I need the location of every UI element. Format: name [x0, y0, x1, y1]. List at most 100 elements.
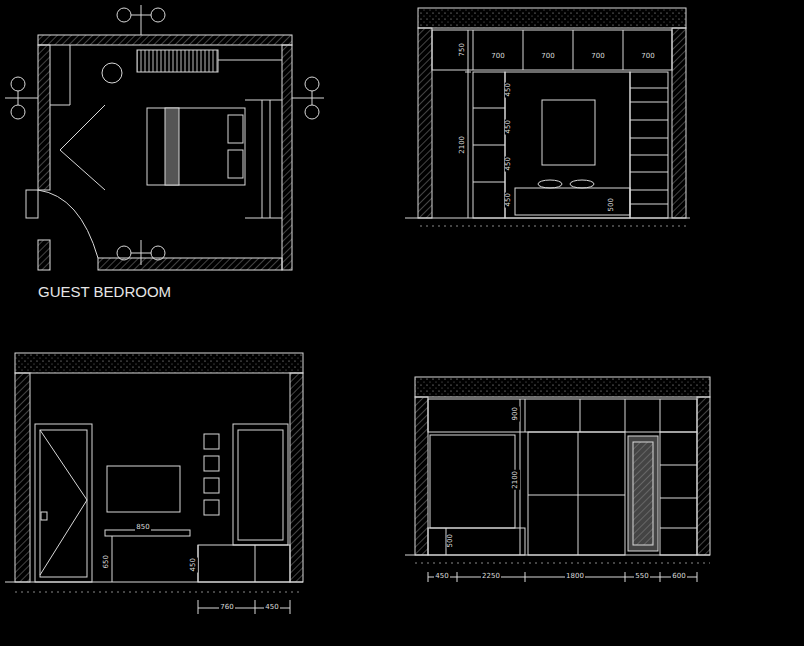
plan-fixtures [60, 105, 105, 150]
bedhead-elevation [630, 190, 668, 191]
dimension-label: 450 [505, 156, 513, 171]
dimension-label: 850 [135, 524, 150, 532]
wardrobe-elevation [628, 436, 658, 551]
plan-walls [38, 35, 292, 45]
dimension-label: 700 [590, 53, 605, 61]
bedhead-elevation [630, 204, 668, 205]
elevation-structure [697, 397, 710, 555]
tv-wall-elevation [41, 512, 47, 520]
bedhead-elevation [468, 30, 469, 218]
wardrobe-elevation [697, 572, 698, 582]
tv-wall-elevation [204, 500, 219, 515]
wardrobe-elevation [660, 465, 697, 466]
elevation-marker [151, 246, 165, 260]
bedhead-elevation [465, 72, 471, 73]
wardrobe-elevation [578, 432, 579, 555]
dimension-label: 2250 [481, 573, 501, 581]
wardrobe-elevation [428, 528, 525, 555]
elevation-marker [11, 105, 25, 119]
bedhead-elevation [505, 72, 630, 218]
elevation-marker [141, 240, 142, 265]
tv-wall-elevation [255, 545, 256, 582]
plan-fixtures [228, 115, 243, 143]
plan-fixtures [228, 150, 243, 178]
dimension-label: 2100 [512, 470, 520, 490]
wardrobe-elevation [633, 442, 653, 545]
dimension-label: 450 [505, 119, 513, 134]
dimension-label: 600 [671, 573, 686, 581]
tv-wall-elevation [204, 456, 219, 471]
dimension-label: 450 [264, 604, 279, 612]
elevation-structure [15, 592, 303, 593]
dimension-label: 500 [447, 533, 455, 548]
elevation-structure [672, 28, 686, 218]
wardrobe-elevation [660, 498, 697, 499]
elevation-structure [15, 353, 303, 373]
drawing-title: GUEST BEDROOM [38, 283, 171, 300]
bedhead-elevation [630, 72, 668, 218]
elevation-structure [418, 28, 432, 218]
tv-wall-elevation [198, 545, 290, 582]
plan-fixtures [102, 63, 122, 83]
tv-wall-elevation [290, 600, 291, 614]
bedhead-elevation [515, 188, 630, 215]
bedhead-elevation [630, 120, 668, 121]
dimension-label: 450 [190, 557, 198, 572]
wardrobe-elevation [525, 572, 526, 582]
tv-wall-elevation [204, 478, 219, 493]
bedhead-elevation [538, 180, 562, 188]
elevation-structure [405, 8, 690, 226]
bedhead-elevation [630, 102, 668, 103]
wardrobe-elevation [660, 528, 697, 529]
dimension-label: 1800 [565, 573, 585, 581]
tv-wall-elevation [198, 600, 199, 614]
plan-fixtures [245, 218, 282, 219]
elevation-structure [290, 373, 303, 582]
tv-wall-elevation [233, 424, 288, 545]
bedhead-elevation [523, 30, 524, 70]
plan-fixtures [270, 100, 271, 218]
dimension-label: 450 [505, 82, 513, 97]
elevation-marker [292, 98, 324, 99]
wardrobe-elevation [457, 572, 458, 582]
wardrobe-elevation [625, 399, 626, 432]
wardrobe-elevation [625, 572, 626, 582]
bedhead-elevation [473, 30, 474, 70]
plan-door [26, 190, 98, 258]
elevation-marker [117, 8, 131, 22]
plan-fixtures [147, 108, 245, 185]
tv-wall-elevation [107, 466, 180, 512]
elevation-structure [15, 373, 30, 582]
dimension-label: 700 [490, 53, 505, 61]
plan-walls [282, 45, 292, 270]
elevation-marker [117, 246, 131, 260]
wardrobe-elevation [660, 399, 661, 432]
plan-fixtures [60, 150, 105, 190]
elevation-marker [5, 5, 324, 265]
wardrobe-elevation [428, 399, 697, 432]
elevation-structure [415, 397, 428, 555]
elevation-structure [405, 377, 710, 563]
plan-walls [38, 35, 292, 270]
bedhead-elevation [570, 180, 594, 188]
dimension-label: 550 [634, 573, 649, 581]
plan-fixtures [245, 100, 282, 101]
dimension-label: 760 [219, 604, 234, 612]
elevation-structure [415, 563, 710, 564]
elevation-marker [151, 8, 165, 22]
plan-fixtures [165, 108, 179, 185]
wardrobe-elevation [580, 399, 581, 432]
plan-walls [38, 240, 50, 270]
bedhead-elevation [630, 138, 668, 139]
plan-fixtures [218, 60, 282, 61]
tv-wall-elevation [40, 430, 87, 575]
wardrobe-elevation [428, 577, 697, 578]
bedhead-elevation [630, 172, 668, 173]
plan-fixtures [50, 45, 70, 105]
plan-fixtures [262, 100, 263, 218]
plan-fixtures [137, 50, 218, 72]
tv-wall-elevation [35, 424, 290, 614]
tv-wall-elevation [112, 536, 113, 582]
